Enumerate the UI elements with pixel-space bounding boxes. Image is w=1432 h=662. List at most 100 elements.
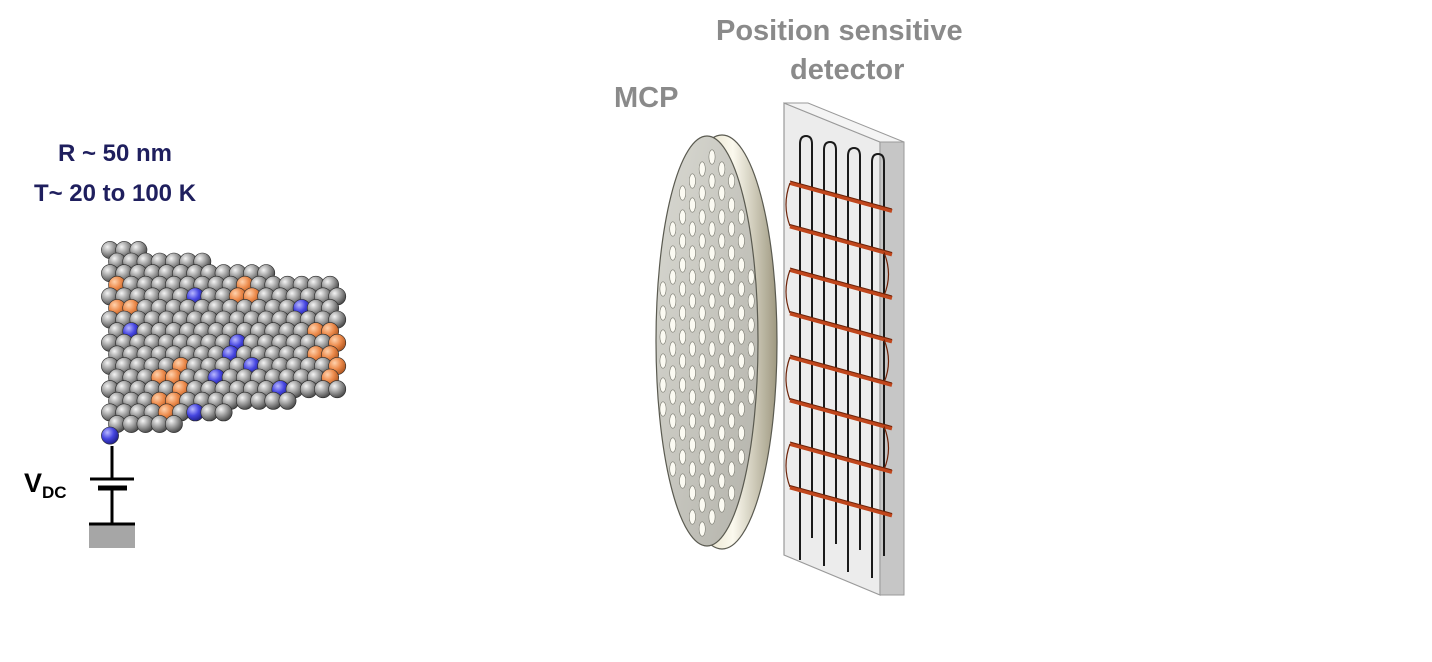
mcp-channel-hole (659, 281, 667, 297)
detector-wire-loop (883, 339, 890, 383)
mcp-channel-hole (679, 473, 686, 489)
detector-wire-loop (883, 426, 890, 470)
mcp-channel-hole (708, 293, 716, 309)
mcp-channel-hole (728, 389, 735, 405)
mcp-channel-hole (659, 353, 667, 369)
detector-wire-vertical (799, 134, 813, 560)
mcp-channel-hole (708, 509, 716, 525)
mcp-channel-hole (689, 485, 696, 501)
mcp-channel-hole (728, 485, 735, 501)
mcp-channel-hole (679, 329, 686, 345)
mcp-channel-hole (738, 209, 745, 225)
mcp-channel-hole (718, 305, 726, 321)
mcp-channel-hole (698, 305, 706, 321)
detector-wire-edge (789, 267, 893, 297)
mcp-channel-hole (728, 245, 735, 261)
mcp-channel-hole (679, 281, 686, 297)
detector-wire-edge (789, 398, 893, 427)
mcp-channel-hole (718, 401, 726, 417)
detector-wire-edge (789, 180, 893, 210)
mcp-channel-hole (718, 449, 726, 465)
detector-wire-edge (789, 441, 893, 471)
mcp-channel-hole (669, 317, 677, 333)
mcp-channel-hole (689, 389, 696, 405)
mcp-channel-hole (689, 413, 696, 429)
mcp-channel-hole (698, 377, 706, 393)
mcp-channel-hole (698, 209, 706, 225)
mcp-channel-hole (689, 293, 696, 309)
detector-wire-edge (789, 311, 893, 340)
detector-wire-horizontal (789, 181, 893, 213)
mcp-channel-hole (679, 305, 686, 321)
mcp-channel-hole (689, 269, 696, 285)
mcp-channel-hole (718, 377, 726, 393)
detector-wire-horizontal (789, 442, 893, 474)
mcp-channel-hole (698, 185, 706, 201)
temperature-label: T~ 20 to 100 K (33, 180, 197, 207)
mcp-channel-hole (728, 461, 735, 477)
detector-wire-loop (785, 356, 791, 401)
mcp-channel-hole (708, 197, 716, 213)
mcp-channel-hole (708, 269, 716, 285)
mcp-channel-hole (708, 149, 716, 165)
mcp-channel-hole (698, 449, 706, 465)
mcp-channel-hole (698, 497, 706, 513)
mcp-label: MCP (614, 82, 679, 114)
delay-line-wires (785, 134, 893, 578)
mcp-channel-hole (689, 317, 696, 333)
mcp-channel-hole (679, 185, 686, 201)
mcp-channel-holes (659, 149, 755, 537)
mcp-channel-hole (708, 413, 716, 429)
mcp-channel-hole (698, 281, 706, 297)
mcp-channel-hole (728, 437, 735, 453)
mcp-channel-hole (698, 329, 706, 345)
mcp-channel-hole (718, 329, 726, 345)
detector-label-line1: Position sensitive (716, 15, 963, 47)
mcp-channel-hole (679, 257, 686, 273)
mcp-channel-hole (728, 173, 735, 189)
specimen-tip (101, 241, 347, 445)
detector-wire-loop (785, 443, 791, 488)
mcp-channel-hole (728, 365, 735, 381)
detector-wire-vertical (847, 146, 861, 572)
mcp-channel-hole (669, 413, 677, 429)
mcp-channel-hole (698, 257, 706, 273)
mcp-channel-hole (747, 269, 755, 285)
mcp-channel-hole (689, 365, 696, 381)
mcp-channel-hole (669, 293, 677, 309)
mcp-channel-hole (728, 269, 735, 285)
detector-wire-horizontal (789, 355, 893, 387)
ground-icon (89, 523, 135, 548)
mcp-channel-hole (738, 281, 745, 297)
mcp-channel-hole (689, 221, 696, 237)
mcp-channel-hole (747, 293, 755, 309)
mcp-channel-hole (698, 353, 706, 369)
mcp-channel-hole (669, 461, 677, 477)
mcp-channel-hole (718, 233, 726, 249)
mcp-channel-hole (659, 377, 667, 393)
mcp-channel-hole (689, 197, 696, 213)
mcp-channel-hole (747, 365, 755, 381)
mcp-channel-hole (728, 317, 735, 333)
detector-wire-loop (785, 269, 791, 314)
mcp-channel-hole (708, 245, 716, 261)
mcp-channel-hole (689, 341, 696, 357)
mcp-channel-hole (689, 461, 696, 477)
mcp-channel-hole (718, 209, 726, 225)
mcp-channel-hole (698, 161, 706, 177)
mcp-channel-hole (659, 401, 667, 417)
voltage-source-icon (90, 446, 134, 525)
mcp-channel-hole (679, 425, 686, 441)
mcp-channel-hole (679, 401, 686, 417)
mcp-channel-hole (738, 449, 745, 465)
atom (278, 391, 297, 410)
mcp-channel-hole (669, 341, 677, 357)
mcp-channel-hole (738, 377, 745, 393)
detector-wire-horizontal (789, 268, 893, 300)
mcp-channel-hole (718, 473, 726, 489)
mcp-channel-hole (718, 257, 726, 273)
detector-wire-horizontal (789, 398, 893, 431)
detector-label-line2: detector (790, 54, 905, 86)
mcp-channel-hole (738, 329, 745, 345)
